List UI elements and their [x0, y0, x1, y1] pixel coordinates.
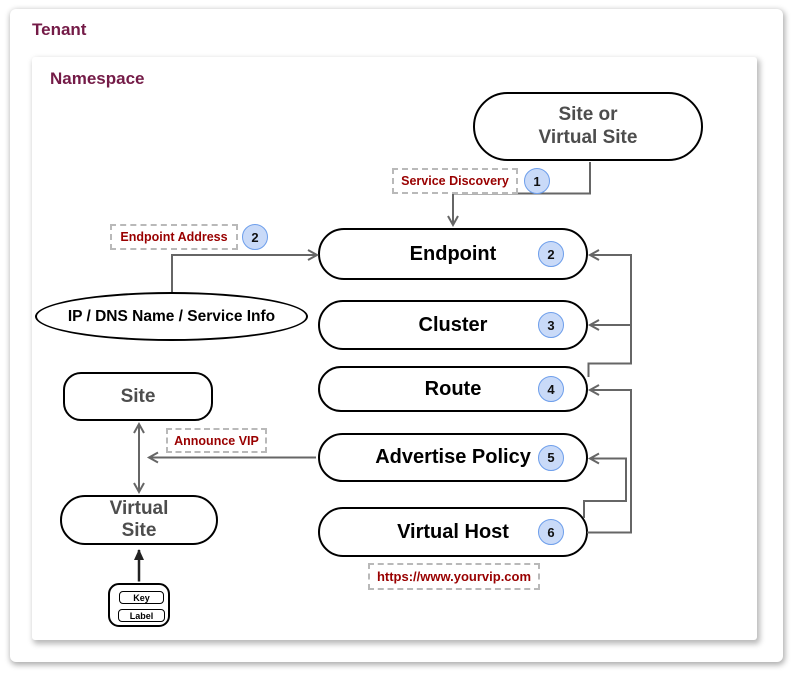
node-site-label: Site: [120, 385, 156, 407]
node-route: Route 4: [318, 366, 588, 412]
legend-label-chip: Label: [118, 609, 165, 622]
node-advertise-policy-label: Advertise Policy: [375, 446, 531, 468]
step-badge-cluster: 3: [538, 312, 564, 338]
legend-key-chip: Key: [119, 591, 164, 604]
step-badge-virtual-host: 6: [538, 519, 564, 545]
node-site-or-virtual-site: Site or Virtual Site: [473, 92, 703, 161]
namespace-label: Namespace: [50, 69, 145, 88]
step-badge-service-discovery: 1: [524, 168, 550, 194]
node-virtual-site: Virtual Site: [60, 495, 218, 545]
node-site: Site: [63, 372, 213, 421]
node-endpoint: Endpoint 2: [318, 228, 588, 280]
node-route-label: Route: [424, 377, 482, 400]
annotation-vip-url: https://www.yourvip.com: [368, 563, 540, 590]
node-virtual-host: Virtual Host 6: [318, 507, 588, 557]
step-badge-route: 4: [538, 376, 564, 402]
node-ip-dns-service-info: IP / DNS Name / Service Info: [35, 292, 308, 341]
step-badge-advertise-policy: 5: [538, 444, 564, 471]
node-cluster: Cluster 3: [318, 300, 588, 350]
node-site-or-virtual-site-text: Site or Virtual Site: [538, 104, 638, 148]
node-advertise-policy: Advertise Policy 5: [318, 433, 588, 482]
annotation-endpoint-address: Endpoint Address: [110, 224, 238, 250]
node-ip-dns-service-info-label: IP / DNS Name / Service Info: [67, 307, 276, 325]
annotation-announce-vip: Announce VIP: [166, 428, 267, 453]
node-endpoint-label: Endpoint: [409, 242, 497, 265]
node-cluster-label: Cluster: [418, 313, 488, 336]
annotation-service-discovery: Service Discovery: [392, 168, 518, 194]
step-badge-endpoint-address: 2: [242, 224, 268, 250]
node-virtual-site-text: Virtual Site: [109, 497, 169, 541]
legend-box: Key Label: [108, 583, 170, 627]
node-virtual-host-label: Virtual Host: [397, 520, 509, 543]
tenant-label: Tenant: [32, 20, 87, 39]
step-badge-endpoint: 2: [538, 241, 564, 267]
